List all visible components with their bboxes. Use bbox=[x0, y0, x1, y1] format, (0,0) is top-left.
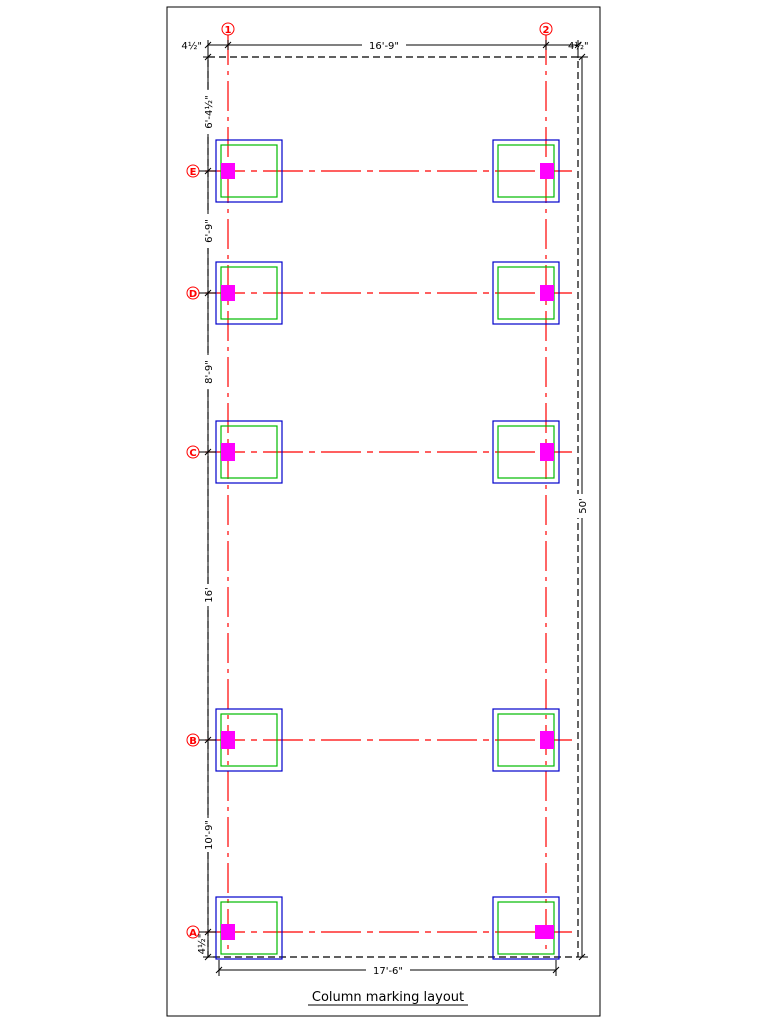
dimension-bottom-span: 17'-6" bbox=[373, 966, 403, 977]
sheet-frame bbox=[166, 6, 601, 1017]
dimension-left-D-C: 8'-9" bbox=[204, 360, 215, 384]
grid-bubble-1 bbox=[221, 22, 235, 36]
grid-bubble-label-1: 1 bbox=[225, 25, 232, 36]
dimension-right-total: 50' bbox=[578, 498, 589, 513]
grid-bubbles-columns: 1 2 bbox=[221, 22, 553, 36]
grid-bubble-label-D: D bbox=[189, 289, 197, 300]
column-E1 bbox=[221, 163, 235, 179]
dimension-left-C-B: 16' bbox=[204, 587, 215, 602]
column-E2 bbox=[540, 163, 554, 179]
columns bbox=[221, 163, 554, 940]
column-D2 bbox=[540, 285, 554, 301]
grid-bubble-2 bbox=[539, 22, 553, 36]
dimension-bottom-span-mask bbox=[366, 963, 410, 977]
grid-bubble-label-A: A bbox=[189, 928, 197, 939]
dimension-left-E-top: 6'-4½" bbox=[203, 95, 215, 128]
dimension-right-total-mask bbox=[575, 494, 589, 518]
dimension-top-span: 16'-9" bbox=[369, 41, 399, 52]
dimension-top-right-offset: 4½" bbox=[568, 40, 589, 52]
grid-bubble-label-E: E bbox=[190, 167, 197, 178]
dimension-left-A-bottom: 4½" bbox=[196, 934, 208, 955]
footings bbox=[215, 139, 560, 960]
grid-bubble-label-2: 2 bbox=[543, 25, 550, 36]
dimension-top-span-mask bbox=[362, 38, 406, 52]
grid-bubble-label-B: B bbox=[189, 736, 197, 747]
column-B2 bbox=[540, 731, 554, 749]
column-A1 bbox=[221, 924, 235, 940]
footing-outer bbox=[492, 708, 560, 772]
column-C2 bbox=[540, 443, 554, 461]
grid-lines-vertical bbox=[227, 35, 547, 955]
footing-outer bbox=[492, 420, 560, 484]
plot-outline bbox=[207, 56, 579, 958]
dimension-left bbox=[203, 53, 213, 961]
grid-lines-horizontal bbox=[205, 170, 572, 933]
column-C1 bbox=[221, 443, 235, 461]
column-D1 bbox=[221, 285, 235, 301]
grid-bubble-label-C: C bbox=[189, 448, 196, 459]
dimension-left-E-D: 6'-9" bbox=[204, 219, 215, 243]
footing-outer bbox=[492, 896, 560, 960]
footing-outer bbox=[492, 261, 560, 325]
dimension-left-masks bbox=[200, 90, 216, 852]
footing-outer bbox=[492, 139, 560, 203]
dimension-left-B-A: 10'-9" bbox=[204, 820, 215, 850]
column-B1 bbox=[221, 731, 235, 749]
footing-outer bbox=[215, 896, 283, 960]
dimension-top-left-offset: 4½" bbox=[181, 40, 202, 52]
column-A2 bbox=[535, 925, 554, 939]
drawing-title: Column marking layout bbox=[312, 990, 464, 1005]
